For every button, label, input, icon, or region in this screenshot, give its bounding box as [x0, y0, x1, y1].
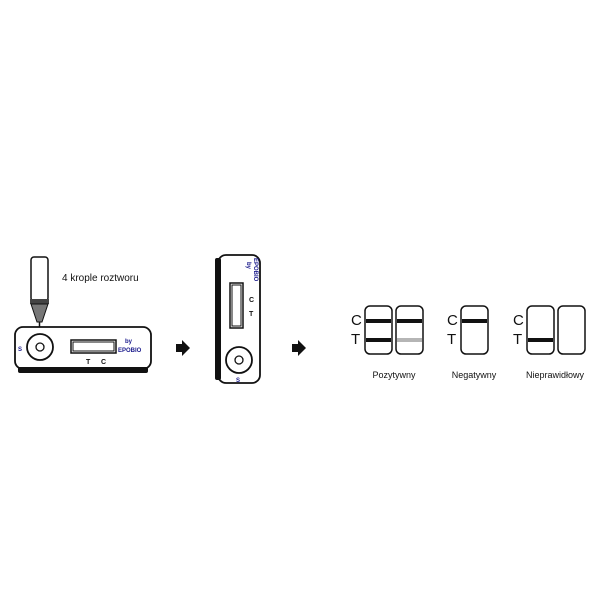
sample-well-inner	[234, 355, 244, 365]
brand-by: by	[245, 262, 251, 270]
result-window	[229, 282, 244, 329]
control-line-label: C	[513, 312, 524, 329]
result-label: Nieprawidłowy	[526, 370, 585, 380]
control-line	[462, 319, 487, 323]
test-line	[528, 338, 553, 342]
arrow-right-icon	[292, 340, 306, 356]
control-mark-c: C	[101, 359, 106, 366]
instruction-label: 4 krople roztworu	[62, 273, 139, 284]
result-window	[364, 305, 393, 355]
control-line-label: C	[351, 312, 362, 329]
test-mark-t: T	[249, 311, 254, 318]
brand-name: EPOBIO	[252, 258, 258, 282]
test-line	[366, 338, 391, 342]
vertical-cassette: by EPOBIO C T S	[215, 254, 261, 384]
result-window-strip	[72, 341, 115, 352]
test-line-faint	[397, 338, 422, 342]
arrow-1	[176, 340, 190, 356]
dropper-collar	[30, 299, 49, 304]
test-line-label: T	[447, 331, 456, 348]
test-mark-t: T	[86, 359, 91, 366]
control-line	[366, 319, 391, 323]
result-window	[526, 305, 555, 355]
result-label: Negatywny	[452, 370, 497, 380]
result-window-strip	[231, 284, 242, 327]
horizontal-cassette: S T C by EPOBIO	[14, 326, 152, 373]
result-window	[70, 339, 117, 354]
result-positive: C T Pozytywny	[351, 305, 424, 380]
control-line-label: C	[447, 312, 458, 329]
result-label: Pozytywny	[372, 370, 416, 380]
control-mark-c: C	[249, 297, 254, 304]
sample-mark-s: S	[236, 378, 240, 384]
test-line-label: T	[351, 331, 360, 348]
brand-by: by	[125, 339, 133, 345]
cassette-base	[18, 367, 148, 373]
arrow-2	[292, 340, 306, 356]
sample-mark-s: S	[18, 347, 22, 353]
result-window	[395, 305, 424, 355]
dropper	[30, 256, 49, 333]
brand-name: EPOBIO	[118, 348, 142, 354]
test-line-label: T	[513, 331, 522, 348]
result-negative: C T Negatywny	[447, 305, 497, 380]
cassette-side	[215, 258, 221, 380]
control-line	[397, 319, 422, 323]
result-window	[460, 305, 489, 355]
sample-well-inner	[35, 342, 45, 352]
dropper-bulb	[30, 256, 49, 302]
dropper-tip	[30, 303, 49, 323]
result-window	[557, 305, 586, 355]
result-invalid: C T Nieprawidłowy	[513, 305, 586, 380]
arrow-right-icon	[176, 340, 190, 356]
